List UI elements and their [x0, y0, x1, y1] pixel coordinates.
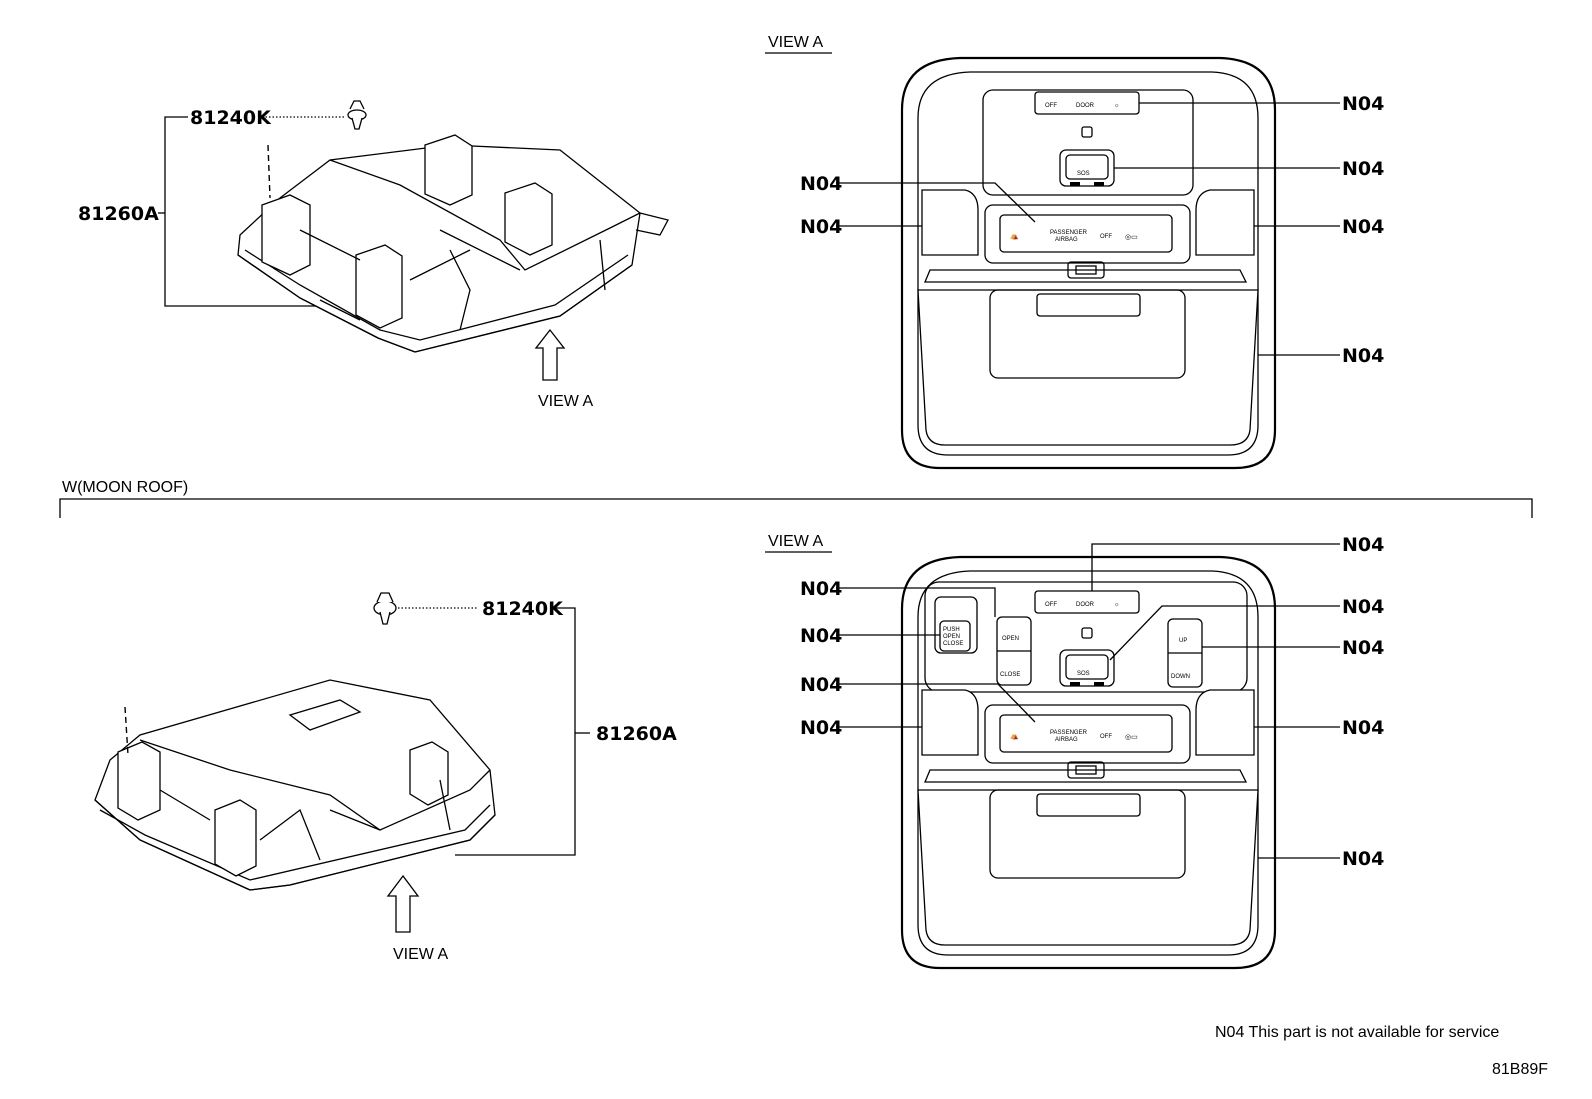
bottom-sos-button	[1059, 649, 1115, 687]
svg-text:OFF: OFF	[1100, 734, 1112, 740]
bottom-clip-icon	[373, 592, 397, 625]
svg-text:PUSH: PUSH	[943, 627, 960, 633]
bottom-view-arrow	[386, 874, 420, 933]
top-clip-icon	[347, 100, 367, 130]
svg-text:OFF: OFF	[1100, 234, 1112, 240]
bottom-sunglass-holder	[917, 789, 1259, 946]
top-lamp-assembly: 81240K 81260A VIEW A	[78, 100, 669, 410]
bottom-door-switch	[1034, 590, 1140, 614]
top-console-outer	[900, 56, 1277, 470]
top-view-a-title: VIEW A	[768, 34, 823, 51]
top-n04-sos: N04	[1342, 158, 1384, 180]
top-right-map-lamp	[1195, 189, 1255, 256]
bottom-n04-open-close: N04	[800, 578, 842, 600]
bottom-n04-door-switch: N04	[1342, 534, 1384, 556]
top-n04-right-lamp: N04	[1342, 216, 1384, 238]
top-lamp-label: 81260A	[78, 203, 159, 225]
top-clip-label: 81240K	[190, 107, 272, 129]
svg-text:OFF: OFF	[1045, 103, 1057, 109]
svg-text:⛺: ⛺	[1010, 233, 1019, 240]
svg-text:DOOR: DOOR	[1076, 602, 1095, 608]
svg-text:CLOSE: CLOSE	[1000, 672, 1020, 678]
svg-text:AIRBAG: AIRBAG	[1055, 737, 1078, 743]
top-sunglass-holder	[917, 289, 1259, 446]
bottom-lamp-assembly: 81240K 81260A VIEW A	[94, 592, 677, 963]
diagram-id: 81B89F	[1492, 1061, 1548, 1078]
bottom-view-a-caption: VIEW A	[393, 946, 448, 963]
svg-text:OPEN: OPEN	[1002, 636, 1019, 642]
svg-text:SOS: SOS	[1077, 671, 1090, 677]
bottom-lamp-label: 81260A	[596, 723, 677, 745]
service-footnote: N04 This part is not available for servi…	[1215, 1024, 1499, 1041]
bottom-n04-up-down: N04	[1342, 637, 1384, 659]
svg-text:OFF: OFF	[1045, 602, 1057, 608]
top-dash-lines	[267, 144, 271, 199]
top-n04-holder: N04	[1342, 345, 1384, 367]
bottom-n04-holder: N04	[1342, 848, 1384, 870]
bottom-right-map-lamp	[1195, 689, 1255, 756]
svg-text:◎▭: ◎▭	[1125, 734, 1138, 741]
top-n04-left-lamp: N04	[800, 216, 842, 238]
svg-text:☼: ☼	[1114, 602, 1120, 608]
svg-text:UP: UP	[1179, 638, 1187, 644]
top-airbag-indicator	[999, 214, 1173, 253]
top-n04-airbag: N04	[800, 173, 842, 195]
bottom-airbag-indicator	[999, 714, 1173, 753]
bottom-n04-right-lamp: N04	[1342, 717, 1384, 739]
bottom-n04-sos: N04	[1342, 596, 1384, 618]
svg-text:☼: ☼	[1114, 103, 1120, 109]
bottom-console-outer	[900, 555, 1277, 970]
svg-text:PASSENGER: PASSENGER	[1050, 230, 1088, 236]
top-bracket-line	[164, 116, 325, 307]
svg-text:◎▭: ◎▭	[1125, 234, 1138, 241]
svg-text:AIRBAG: AIRBAG	[1055, 237, 1078, 243]
moon-roof-section-label: W(MOON ROOF)	[62, 479, 188, 496]
top-view-a: VIEW A OFF DOOR ☼ SOS ⛺ PASSENGER AIRBAG…	[765, 34, 1384, 470]
bottom-n04-push-open: N04	[800, 625, 842, 647]
svg-text:OPEN: OPEN	[943, 634, 960, 640]
top-view-a-caption: VIEW A	[538, 393, 593, 410]
bottom-push-open-switch	[939, 620, 971, 652]
svg-text:SOS: SOS	[1077, 171, 1090, 177]
svg-text:DOOR: DOOR	[1076, 103, 1095, 109]
top-left-map-lamp	[921, 189, 979, 256]
bottom-left-map-lamp	[921, 689, 979, 756]
bottom-clip-label: 81240K	[482, 598, 564, 620]
bottom-n04-left-lamp: N04	[800, 717, 842, 739]
section-divider	[59, 498, 1533, 518]
svg-text:DOWN: DOWN	[1171, 674, 1190, 680]
svg-text:PASSENGER: PASSENGER	[1050, 730, 1088, 736]
bottom-view-a-title: VIEW A	[768, 533, 823, 550]
svg-text:⛺: ⛺	[1010, 733, 1019, 740]
bottom-bracket-line	[455, 607, 576, 856]
bottom-view-a: VIEW A OFF DOOR ☼ PUSH OPEN CLOSE OPEN C…	[765, 533, 1384, 970]
svg-text:CLOSE: CLOSE	[943, 641, 963, 647]
top-view-arrow	[534, 328, 566, 381]
top-n04-door-switch: N04	[1342, 93, 1384, 115]
bottom-n04-airbag: N04	[800, 674, 842, 696]
